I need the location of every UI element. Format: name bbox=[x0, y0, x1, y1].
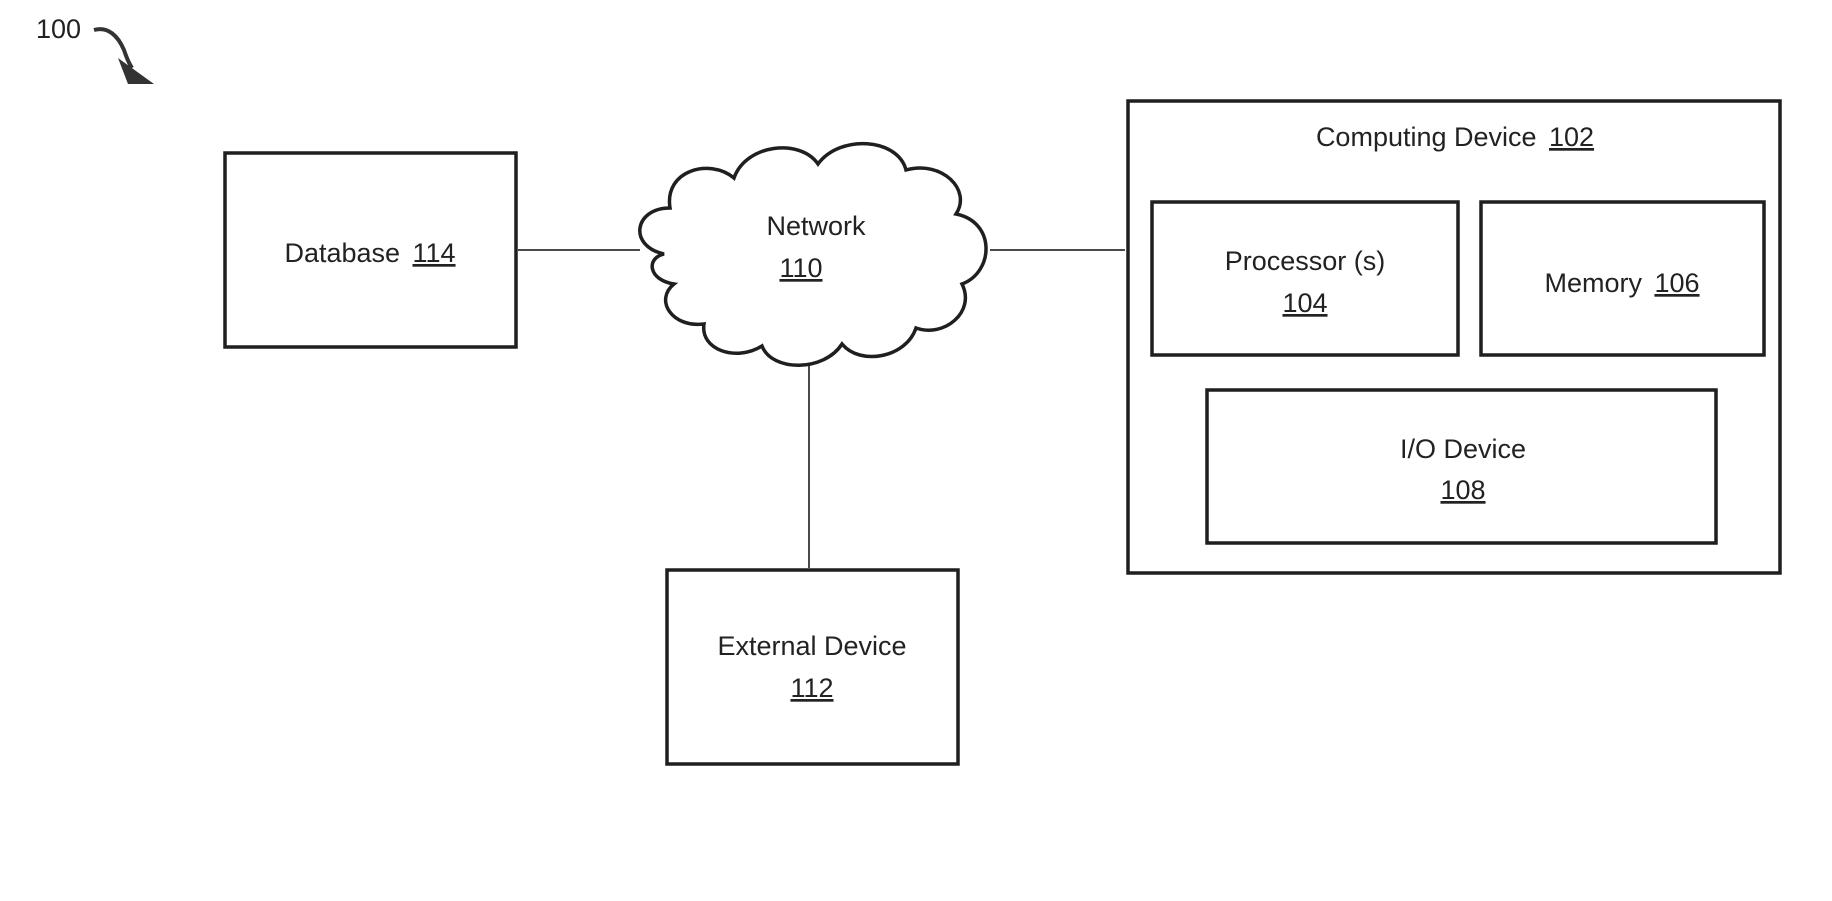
io-device-box bbox=[1207, 390, 1716, 543]
database-node: Database 114 bbox=[225, 153, 516, 347]
io-device-node: I/O Device 108 bbox=[1207, 390, 1716, 543]
processor-ref: 104 bbox=[1282, 288, 1327, 318]
computing-device-ref: 102 bbox=[1549, 122, 1594, 152]
figure-ref-label: 100 bbox=[36, 14, 81, 44]
figure-ref-arrow bbox=[94, 29, 132, 68]
memory-ref: 106 bbox=[1654, 268, 1699, 298]
memory-node: Memory 106 bbox=[1481, 202, 1764, 355]
io-device-label: I/O Device bbox=[1400, 434, 1526, 464]
database-label: Database 114 bbox=[284, 238, 455, 268]
computing-device-title: Computing Device 102 bbox=[1316, 122, 1594, 152]
io-device-ref: 108 bbox=[1440, 475, 1485, 505]
memory-name: Memory bbox=[1544, 268, 1642, 298]
processor-node: Processor (s) 104 bbox=[1152, 202, 1458, 355]
external-device-box bbox=[667, 570, 958, 764]
external-device-node: External Device 112 bbox=[667, 570, 958, 764]
computing-device-name: Computing Device bbox=[1316, 122, 1537, 152]
network-ref: 110 bbox=[779, 253, 822, 283]
processor-label: Processor (s) bbox=[1225, 246, 1386, 276]
computing-device-node: Computing Device 102 Processor (s) 104 M… bbox=[1128, 101, 1780, 573]
network-node: Network 110 bbox=[640, 144, 986, 366]
processor-box bbox=[1152, 202, 1458, 355]
external-device-ref: 112 bbox=[790, 673, 833, 703]
network-label: Network bbox=[766, 211, 866, 241]
memory-label: Memory 106 bbox=[1544, 268, 1699, 298]
database-name: Database bbox=[284, 238, 400, 268]
database-ref: 114 bbox=[413, 238, 456, 268]
external-device-label: External Device bbox=[717, 631, 906, 661]
figure-ref-arrowhead bbox=[118, 58, 154, 84]
